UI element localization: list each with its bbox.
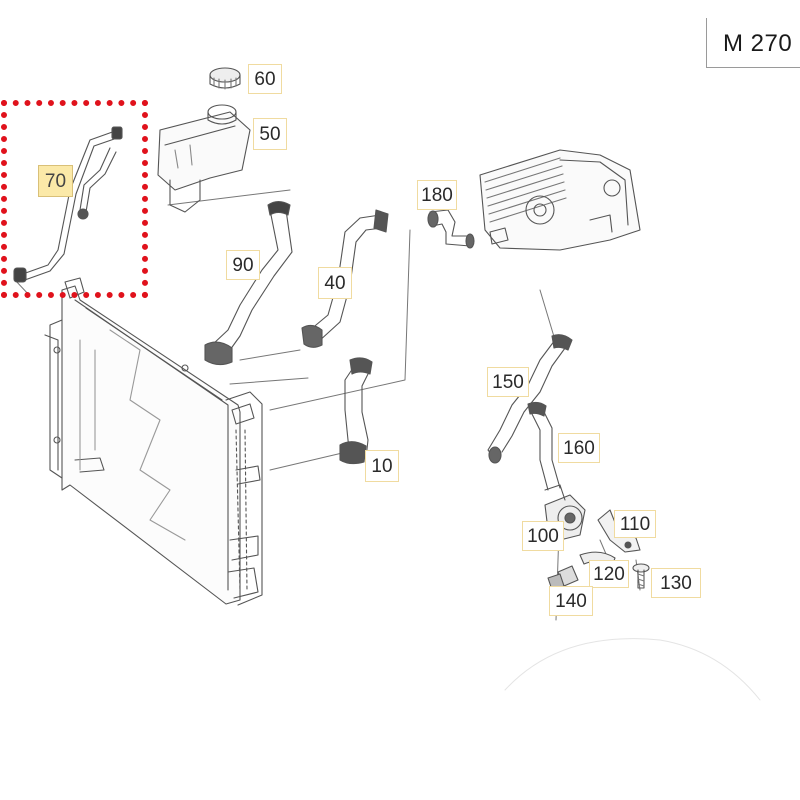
engine-code-text: M 270 [723,30,793,57]
overflow-hose-70 [13,126,123,283]
callout-50[interactable]: 50 [253,118,287,150]
callout-110[interactable]: 110 [614,510,656,538]
callout-180[interactable]: 180 [417,180,457,210]
hose-40 [301,209,389,348]
hose-10 [339,357,373,465]
callout-10[interactable]: 10 [365,450,399,482]
oil-cooler-housing [479,149,641,251]
callout-140[interactable]: 140 [549,586,593,616]
callout-100[interactable]: 100 [522,521,564,551]
hose-90 [204,200,293,366]
callout-160[interactable]: 160 [558,433,600,463]
callout-130[interactable]: 130 [651,568,701,598]
callout-70[interactable]: 70 [38,165,73,197]
bolt-130 [632,563,650,589]
expansion-tank-50 [157,104,251,213]
callout-60[interactable]: 60 [248,64,282,94]
hose-160 [527,401,561,491]
callout-90[interactable]: 90 [226,250,260,280]
engine-code-label: M 270 [706,18,800,68]
callout-120[interactable]: 120 [589,560,629,588]
selection-box [1,100,148,298]
cap-60 [209,67,241,90]
hose-150 [487,334,573,464]
callout-150[interactable]: 150 [487,367,529,397]
hose-180 [427,209,475,249]
callout-40[interactable]: 40 [318,267,352,299]
